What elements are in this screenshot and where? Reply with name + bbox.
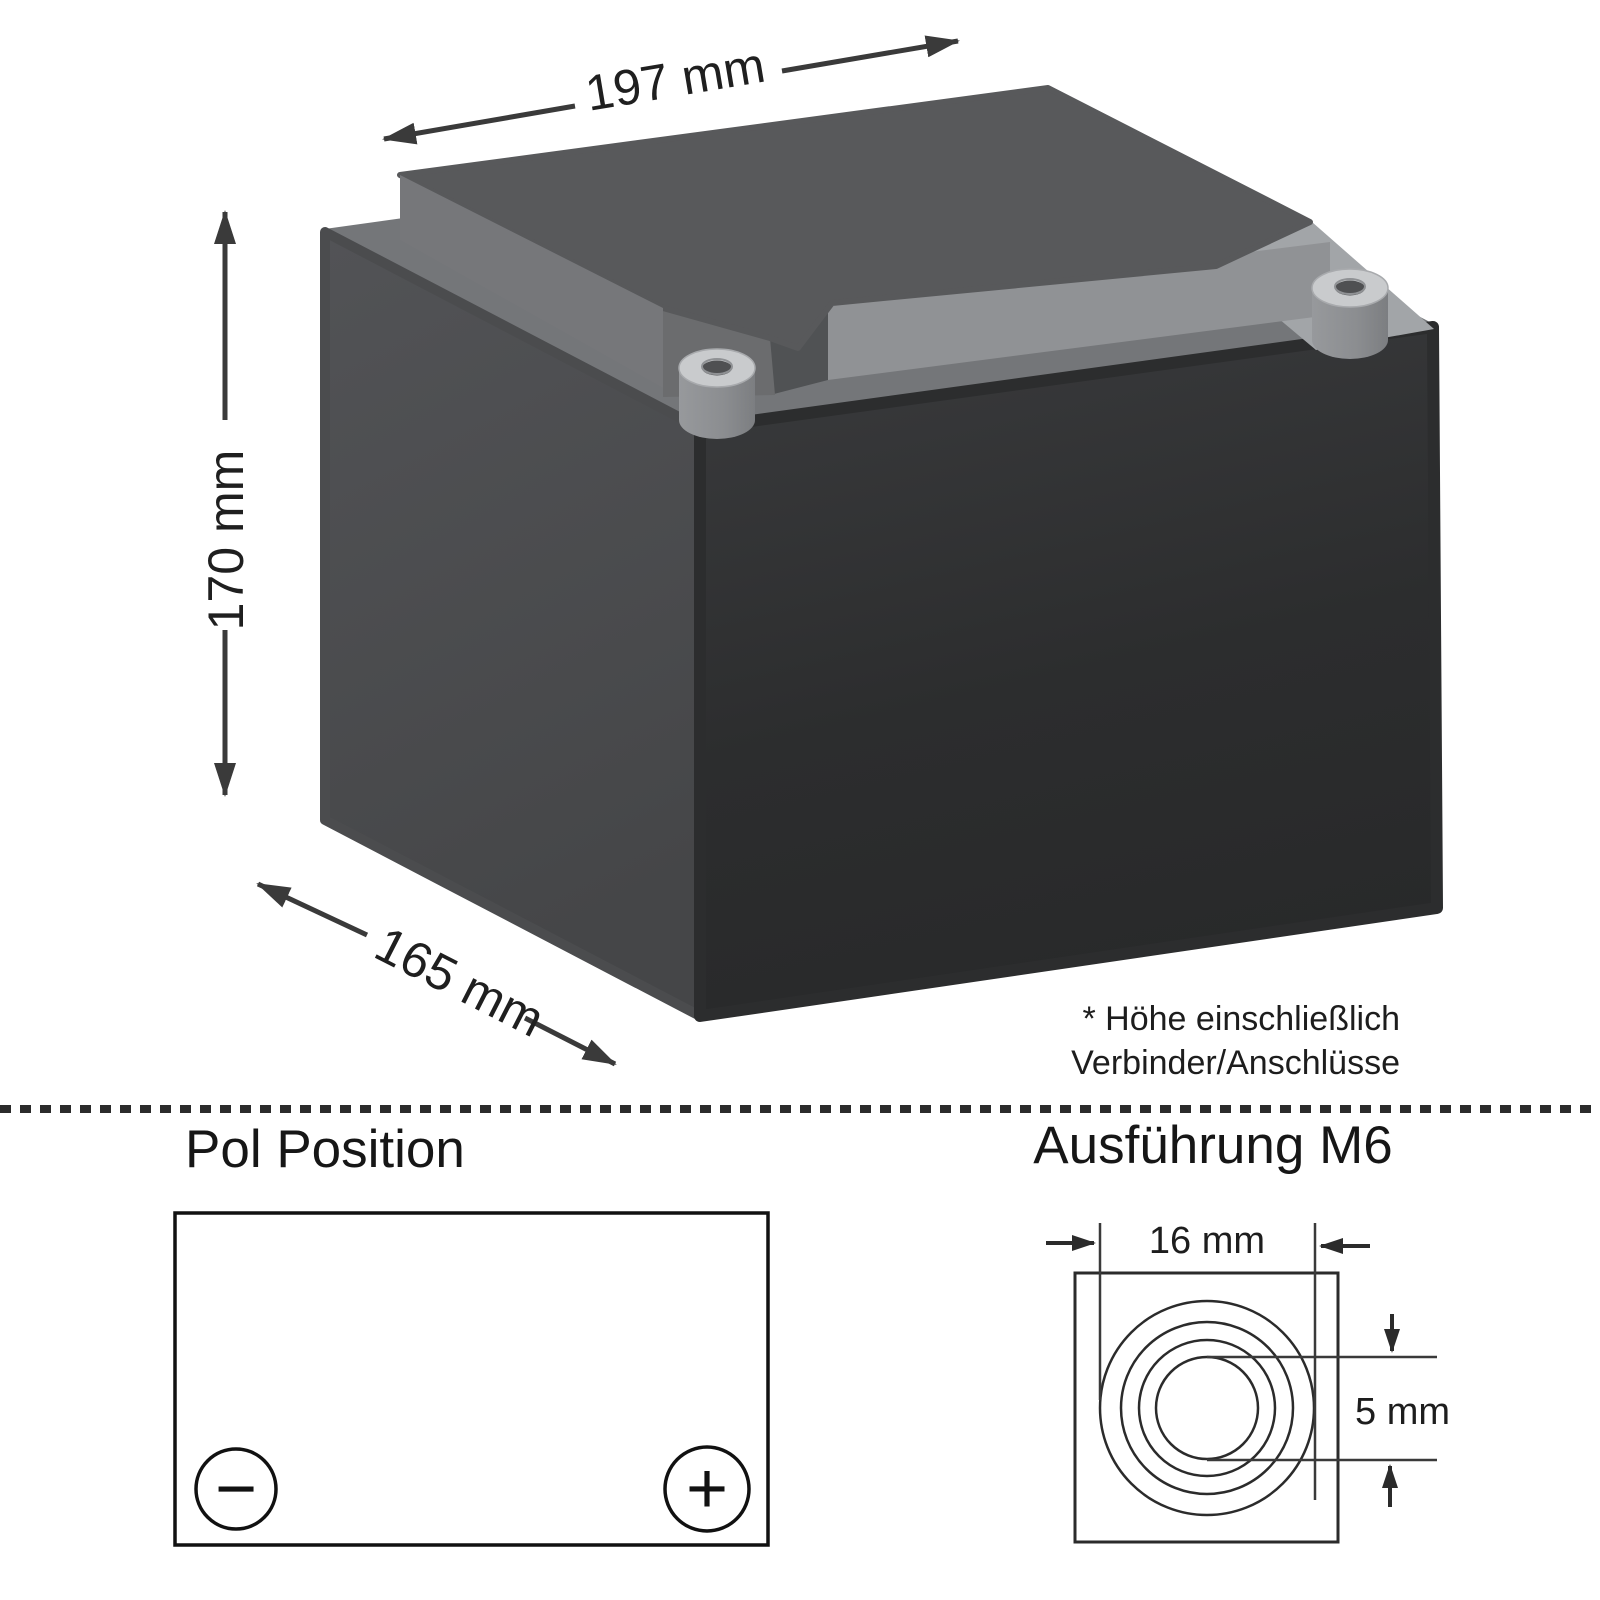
terminal-detail-section: Ausführung M6 16 mm 5 mm (1033, 1116, 1450, 1544)
terminal-hole-right (1335, 280, 1365, 296)
terminal-detail-title: Ausführung M6 (1033, 1116, 1392, 1175)
height-note: * Höhe einschließlich Verbinder/Anschlüs… (1071, 1000, 1400, 1082)
width-arrow-right (781, 35, 960, 74)
width-arrow-left (382, 103, 576, 145)
pol-position-title: Pol Position (185, 1120, 465, 1179)
width-dimension-label: 197 mm (581, 37, 768, 122)
lid-top (397, 85, 1313, 351)
dimension-post-width: 16 mm (1046, 1220, 1370, 1500)
terminal-hole-left (702, 360, 732, 376)
dimension-depth (256, 881, 617, 1067)
negative-terminal-marker: − (194, 1447, 278, 1531)
height-dimension-label: 170 mm (198, 450, 254, 631)
hole-diameter-label: 5 mm (1355, 1391, 1450, 1433)
terminal-post-left (678, 348, 756, 439)
positive-terminal-marker: + (663, 1445, 751, 1533)
battery-front-face (694, 321, 1443, 1022)
lid-ledge (828, 242, 1330, 380)
dimension-width (382, 35, 960, 145)
depth-arrow-left (256, 881, 369, 938)
battery-illustration (320, 85, 1443, 1022)
terminal-post-right (1311, 268, 1389, 359)
positive-symbol: + (686, 1449, 728, 1529)
note-line-2: Verbinder/Anschlüsse (1071, 1044, 1400, 1082)
pol-position-section: Pol Position − + (173, 1120, 770, 1547)
depth-dimension-label: 165 mm (367, 916, 553, 1048)
note-line-1: * Höhe einschließlich (1083, 1000, 1401, 1038)
dimension-hole-diameter: 5 mm (1207, 1314, 1450, 1507)
post-width-label: 16 mm (1149, 1220, 1265, 1262)
terminal-detail-circles (1098, 1299, 1316, 1517)
negative-symbol: − (215, 1449, 257, 1529)
lid-front-face (400, 175, 663, 388)
terminal-detail-outline (1073, 1271, 1340, 1544)
depth-arrow-right (523, 1015, 617, 1067)
